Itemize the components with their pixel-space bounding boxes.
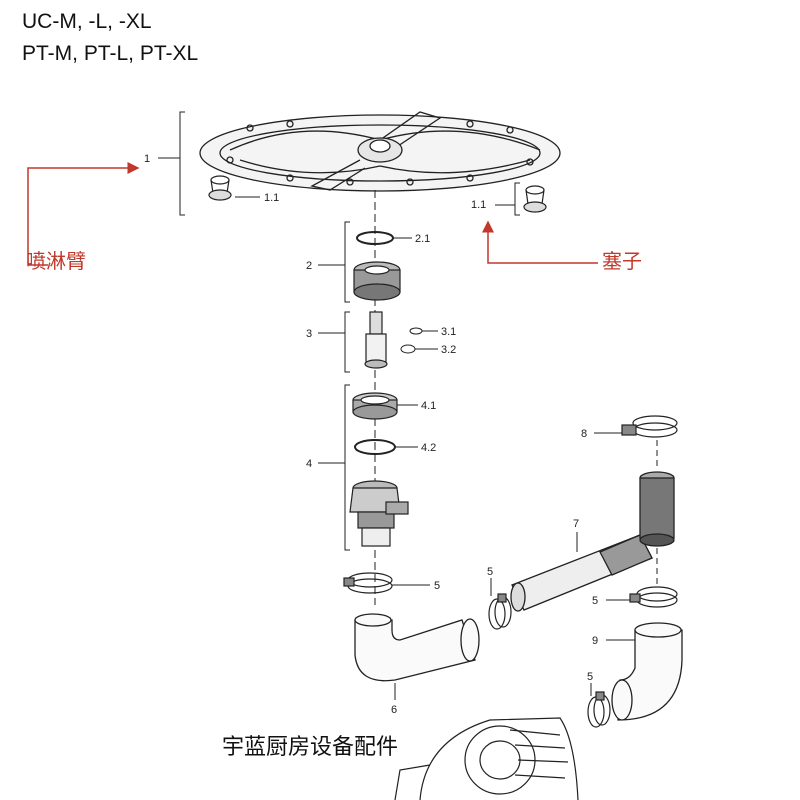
bracket-1 xyxy=(179,111,185,216)
label-5-c: 5 xyxy=(592,595,598,607)
spray-arm-annotation: 喷淋臂 xyxy=(26,249,86,273)
pump-housing xyxy=(394,717,579,800)
label-3-1: 3.1 xyxy=(441,326,456,338)
clamp-5-right xyxy=(629,586,678,608)
label-1-1-left: 1.1 xyxy=(264,192,279,204)
watermark-text: 宇蓝厨房设备配件 xyxy=(222,735,398,760)
bracket-2 xyxy=(344,221,350,303)
label-4-2: 4.2 xyxy=(421,442,436,454)
shaft-3 xyxy=(364,311,388,369)
plug-left xyxy=(208,175,232,201)
label-3-2: 3.2 xyxy=(441,344,456,356)
elbow-9 xyxy=(611,622,683,721)
clamp-8 xyxy=(621,415,678,438)
label-3: 3 xyxy=(306,328,312,340)
label-4: 4 xyxy=(306,458,312,470)
housing-4 xyxy=(349,480,409,547)
model-title-line-2: PT-M, PT-L, PT-XL xyxy=(22,42,199,65)
label-2-1: 2.1 xyxy=(415,233,430,245)
label-7: 7 xyxy=(573,518,579,530)
label-6: 6 xyxy=(391,704,397,716)
plug-arrow xyxy=(482,220,598,264)
clamp-5-middle xyxy=(488,593,512,630)
label-2: 2 xyxy=(306,260,312,272)
clamp-5-bottom xyxy=(587,691,611,728)
plug-right xyxy=(523,185,547,213)
nut-2 xyxy=(353,261,401,301)
bracket-4 xyxy=(344,384,350,551)
spray-arm-assembly xyxy=(199,111,561,192)
plug-annotation: 塞子 xyxy=(602,249,642,273)
label-9: 9 xyxy=(592,635,598,647)
label-5-d: 5 xyxy=(587,671,593,683)
label-1: 1 xyxy=(144,153,150,165)
tee-connector xyxy=(639,471,675,547)
label-5-b: 5 xyxy=(487,566,493,578)
label-5-a: 5 xyxy=(434,580,440,592)
bracket-3 xyxy=(344,311,350,373)
tube-7 xyxy=(510,534,653,612)
elbow-hose-6 xyxy=(354,613,480,682)
label-4-1: 4.1 xyxy=(421,400,436,412)
spray-arm-arrow xyxy=(27,162,140,265)
label-8: 8 xyxy=(581,428,587,440)
clamp-5-left xyxy=(343,572,393,594)
label-1-1-right: 1.1 xyxy=(471,199,486,211)
nut-4-1 xyxy=(352,392,398,420)
model-title-line-1: UC-M, -L, -XL xyxy=(22,10,152,33)
